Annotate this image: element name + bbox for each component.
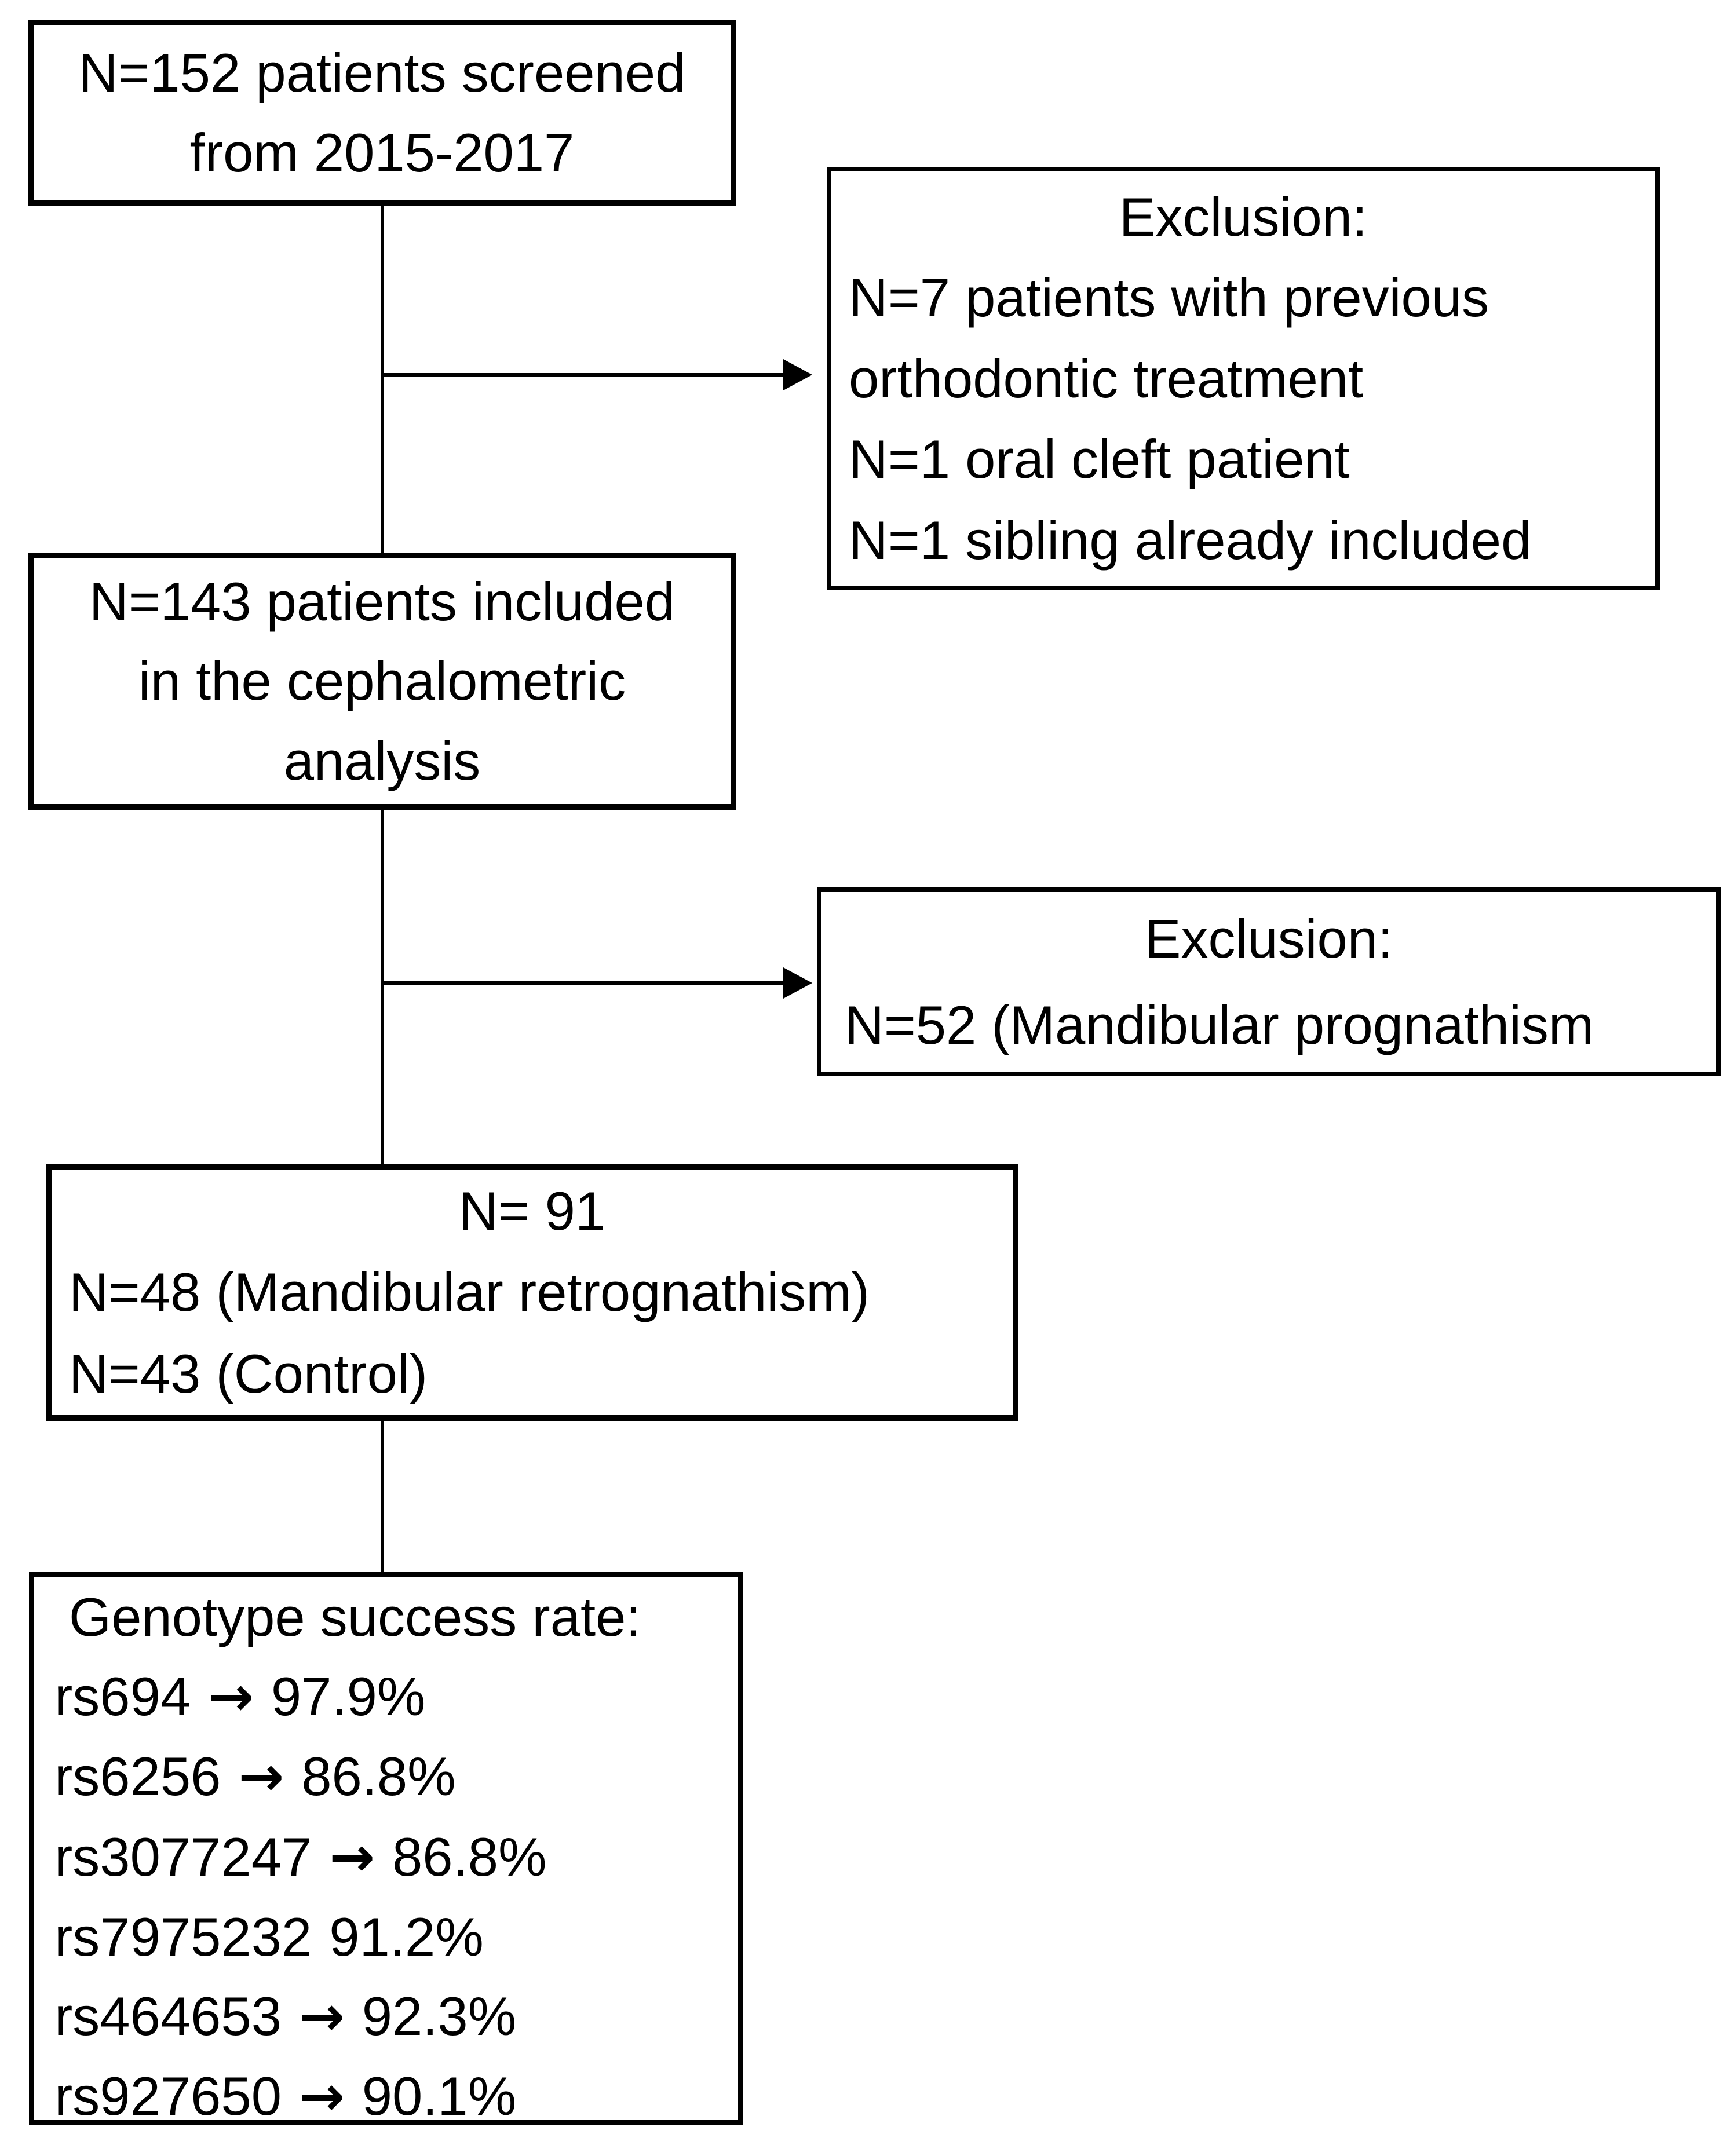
genotype-row: rs6256 → 86.8% — [34, 1737, 738, 1817]
snp-value: 86.8% — [392, 1826, 547, 1887]
exclusion2-line: N=52 (Mandibular prognathism — [845, 994, 1594, 1055]
genotype-row: rs694 → 97.9% — [34, 1657, 738, 1737]
right-arrow-icon: → — [208, 1665, 254, 1729]
arrow-head-icon — [783, 359, 812, 390]
included-line: in the cephalometric — [138, 651, 626, 712]
screened-line: from 2015-2017 — [189, 122, 575, 183]
groups-line: N=48 (Mandibular retrognathism) — [69, 1262, 870, 1323]
right-arrow-icon: → — [329, 1825, 375, 1889]
exclusion1-line: orthodontic treatment — [849, 348, 1364, 409]
connector-line — [382, 373, 785, 377]
groups-line: N=43 (Control) — [69, 1343, 428, 1404]
connector-line — [381, 810, 384, 1164]
snp-label: rs6256 — [54, 1746, 221, 1807]
groups-title: N= 91 — [458, 1181, 606, 1242]
included-box: N=143 patients included in the cephalome… — [28, 553, 736, 810]
exclusion2-title: Exclusion: — [1144, 908, 1393, 969]
exclusion1-box: Exclusion: N=7 patients with previous or… — [827, 167, 1660, 590]
exclusion1-line: N=7 patients with previous — [849, 267, 1489, 328]
connector-line — [381, 206, 384, 553]
exclusion1-line: N=1 oral cleft patient — [849, 429, 1350, 490]
genotype-row: rs7975232 91.2% — [34, 1897, 738, 1976]
right-arrow-icon: → — [298, 2065, 345, 2129]
snp-label: rs927650 — [54, 2066, 282, 2127]
screened-line: N=152 patients screened — [78, 42, 686, 104]
right-arrow-icon: → — [298, 1985, 345, 2049]
connector-line — [382, 981, 785, 985]
right-arrow-icon: → — [238, 1745, 284, 1809]
snp-label: rs3077247 — [54, 1826, 312, 1887]
exclusion2-box: Exclusion: N=52 (Mandibular prognathism — [817, 887, 1721, 1076]
snp-value: 91.2% — [329, 1906, 484, 1967]
connector-line — [381, 1421, 384, 1572]
snp-label: rs464653 — [54, 1986, 282, 2047]
arrow-head-icon — [783, 967, 812, 999]
exclusion1-line: N=1 sibling already included — [849, 509, 1532, 571]
genotype-row: rs3077247 → 86.8% — [34, 1817, 738, 1897]
genotype-title: Genotype success rate: — [69, 1587, 641, 1647]
snp-label: rs7975232 — [54, 1906, 312, 1967]
snp-value: 90.1% — [362, 2066, 517, 2127]
groups-box: N= 91 N=48 (Mandibular retrognathism) N=… — [46, 1164, 1018, 1421]
snp-value: 92.3% — [362, 1986, 517, 2047]
included-line: N=143 patients included — [89, 571, 676, 633]
genotype-row: rs927650 → 90.1% — [34, 2056, 738, 2136]
genotype-row: rs464653 → 92.3% — [34, 1976, 738, 2056]
screened-box: N=152 patients screened from 2015-2017 — [28, 20, 736, 206]
snp-value: 86.8% — [301, 1746, 456, 1807]
included-line: analysis — [283, 730, 481, 791]
exclusion1-title: Exclusion: — [1119, 187, 1368, 248]
genotype-box: Genotype success rate: rs694 → 97.9% rs625… — [29, 1572, 743, 2128]
snp-value: 97.9% — [271, 1666, 426, 1727]
snp-label: rs694 — [54, 1666, 191, 1727]
